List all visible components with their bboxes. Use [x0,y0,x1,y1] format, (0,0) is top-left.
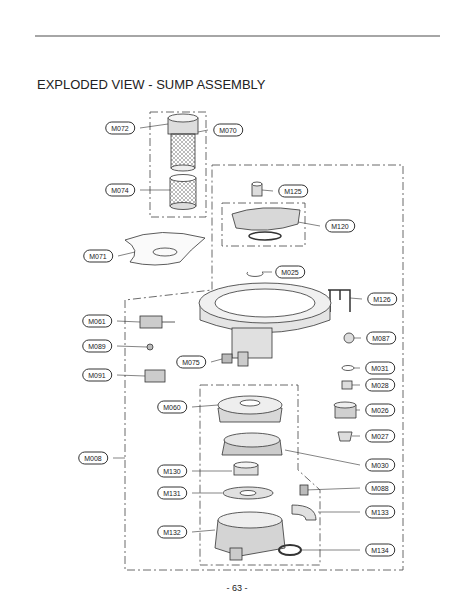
callout-number: M071 [83,250,113,263]
callout-text: M027 [371,432,389,441]
callout-number: M008 [78,452,108,465]
header-rule [35,36,440,37]
callout-text: M091 [88,371,106,380]
callout-text: M026 [371,406,389,415]
callout-number: M087 [366,332,396,345]
callout-text: M089 [88,342,106,351]
callout-text: M132 [163,528,181,537]
callout-number: M027 [365,430,395,443]
callout-number: M030 [365,459,395,472]
callout-number: M125 [278,185,308,198]
callout-number: M074 [105,184,135,197]
callout-number: M060 [157,401,187,414]
callout-text: M133 [371,508,389,517]
page-number: - 63 - [226,583,247,593]
callout-number: M026 [365,404,395,417]
callout-number: M028 [365,379,395,392]
callout-number: M120 [325,220,355,233]
callout-number: M091 [82,369,112,382]
callout-number: M072 [105,122,135,135]
callout-number: M132 [157,526,187,539]
callout-text: M130 [163,467,181,476]
callout-number: M061 [82,315,112,328]
callout-text: M131 [163,489,181,498]
group-boundaries [125,112,403,570]
callout-text: M087 [372,334,390,343]
part-drawings [125,114,356,560]
callout-number: M130 [157,465,187,478]
leader-lines [113,124,362,550]
callout-text: M008 [84,454,102,463]
callout-text: M030 [371,461,389,470]
callout-text: M060 [163,403,181,412]
callout-number: M089 [82,340,112,353]
callout-text: M028 [371,381,389,390]
callout-text: M061 [88,317,106,326]
callout-text: M070 [219,126,237,135]
callout-text: M120 [331,222,349,231]
callout-number: M133 [365,506,395,519]
callout-text: M031 [371,364,389,373]
callout-text: M134 [371,546,389,555]
callout-text: M074 [111,186,129,195]
callout-text: M071 [89,252,107,261]
diagram-title: EXPLODED VIEW - SUMP ASSEMBLY [37,77,266,92]
callout-number: M031 [365,362,395,375]
callout-text: M025 [281,268,299,277]
callout-number: M088 [365,482,395,495]
callout-number: M126 [367,293,397,306]
callout-text: M125 [284,187,302,196]
callout-text: M075 [182,358,200,367]
callout-text: M126 [373,295,391,304]
callout-number: M131 [157,487,187,500]
callout-number: M070 [213,124,243,137]
callout-text: M072 [111,124,129,133]
callout-number: M134 [365,544,395,557]
callout-text: M088 [371,484,389,493]
callout-number: M075 [176,356,206,369]
callout-number: M025 [275,266,305,279]
